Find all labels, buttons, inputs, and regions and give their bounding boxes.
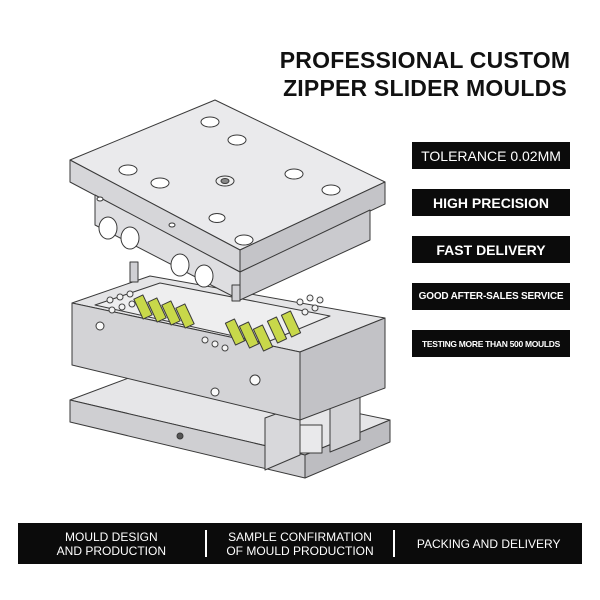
cavity-plate	[71, 275, 386, 421]
cavity-insert-right	[224, 310, 302, 352]
headline: PROFESSIONAL CUSTOM ZIPPER SLIDER MOULDS	[270, 46, 580, 102]
badge-fast-delivery: FAST DELIVERY	[412, 236, 570, 263]
process-step-packing-line-1: PACKING AND DELIVERY	[416, 536, 561, 551]
badge-after-sales: GOOD AFTER-SALES SERVICE	[412, 283, 570, 310]
sprue-bushing	[215, 175, 235, 187]
process-step-sample: SAMPLE CONFIRMATION OF MOULD PRODUCTION	[207, 530, 394, 558]
badge-tolerance: TOLERANCE 0.02MM	[412, 142, 570, 169]
process-step-sample-line-1: SAMPLE CONFIRMATION	[228, 529, 372, 544]
process-step-design-line-2: AND PRODUCTION	[56, 543, 166, 558]
badge-testing: TESTING MORE THAN 500 MOULDS	[412, 330, 570, 357]
headline-line-2: ZIPPER SLIDER MOULDS	[283, 75, 567, 101]
badge-high-precision: HIGH PRECISION	[412, 189, 570, 216]
process-bar: MOULD DESIGN AND PRODUCTION SAMPLE CONFI…	[18, 523, 582, 564]
cavity-insert-left	[133, 294, 195, 329]
process-step-design-line-1: MOULD DESIGN	[64, 529, 158, 544]
process-divider	[204, 530, 207, 557]
process-step-design: MOULD DESIGN AND PRODUCTION	[18, 530, 205, 558]
process-step-sample-line-2: OF MOULD PRODUCTION	[226, 543, 374, 558]
process-divider	[393, 530, 396, 557]
process-step-packing: PACKING AND DELIVERY	[395, 537, 582, 551]
headline-line-1: PROFESSIONAL CUSTOM	[279, 47, 571, 73]
top-plate	[69, 99, 386, 302]
